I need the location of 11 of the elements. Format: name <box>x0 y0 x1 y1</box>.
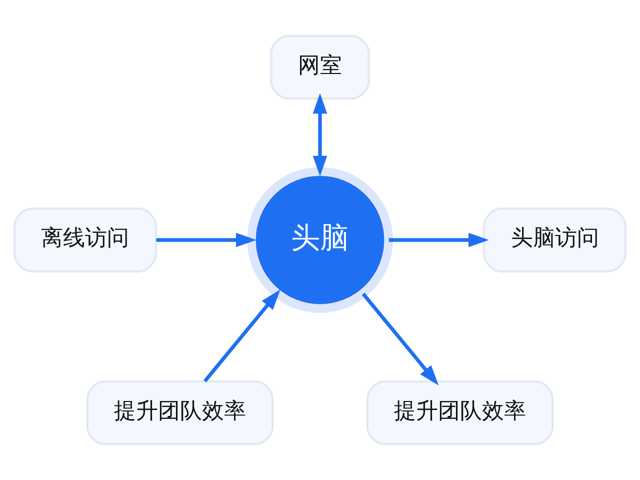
arrow <box>388 232 489 248</box>
arrow <box>312 93 328 176</box>
node-box: 提升团队效率 <box>86 380 274 446</box>
arrow <box>156 232 256 248</box>
node-circle: 头脑 <box>247 167 393 313</box>
node-box: 离线访问 <box>13 208 158 272</box>
node-box: 提升团队效率 <box>366 380 554 446</box>
arrow <box>362 292 439 386</box>
node-box: 头脑访问 <box>482 208 627 272</box>
arrow <box>203 290 280 382</box>
node-box: 网室 <box>270 34 370 100</box>
